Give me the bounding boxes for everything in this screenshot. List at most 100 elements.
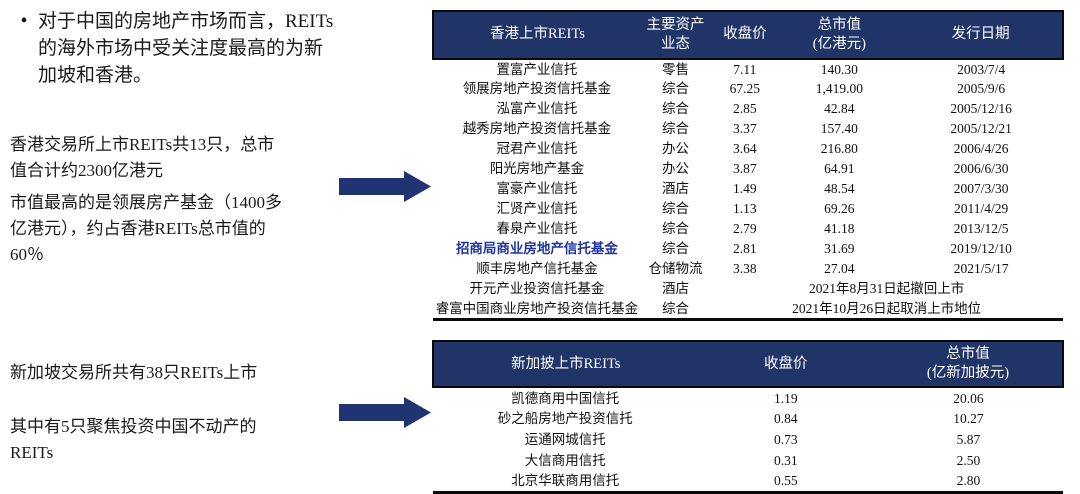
sg-summary-count: 新加坡交易所共有38只REITs上市 [10, 363, 258, 382]
column-header: 香港上市REITs [432, 10, 641, 60]
table-cell: 酒店 [662, 181, 690, 197]
table-cell: 0.73 [773, 432, 798, 447]
table-cell: 综合 [662, 101, 690, 117]
table-cell: 3.37 [733, 121, 757, 137]
table-cell: 2.79 [733, 221, 757, 237]
reit-name-cell: 顺丰房地产信托基金 [476, 261, 598, 277]
reit-name-cell: 砂之船房地产投资信托 [497, 411, 633, 426]
reit-name-cell: 凯德商用中国信托 [511, 390, 620, 406]
table-cell: 综合 [662, 221, 690, 237]
column-header: 新加披上市REITs [432, 339, 698, 389]
reit-name-cell: 北京华联商用信托 [433, 471, 698, 494]
table-cell: 综合 [662, 241, 690, 257]
table-cell: 综合 [662, 121, 690, 137]
reit-name-cell: 富豪产业信托 [496, 181, 578, 197]
table-row: 春泉产业信托 综合 2.79 41.18 2013/12/5 [433, 219, 1063, 239]
table-cell: 3.64 [733, 141, 757, 157]
reit-name-cell: 招商局商业房地产信托基金 [455, 241, 618, 257]
table-cell: 20.06 [953, 390, 984, 406]
reit-name-cell: 汇贤产业信托 [496, 201, 578, 217]
table-cell: 140.30 [820, 61, 858, 77]
table-cell: 2.81 [733, 241, 757, 257]
column-header: 主要资产 业态 [640, 10, 711, 60]
column-header: 收盘价 [710, 10, 780, 60]
table-cell: 仓储物流 [648, 261, 703, 277]
table-row: 越秀房地产投资信托基金 综合 3.37 157.40 2005/12/21 [433, 119, 1063, 139]
column-header: 收盘价 [697, 339, 874, 389]
table-cell: 31.69 [824, 241, 855, 257]
table-row: 招商局商业房地产信托基金 综合 2.81 31.69 2019/12/10 [433, 239, 1063, 259]
table-cell: 1.49 [733, 181, 757, 197]
table-cell: 216.80 [820, 141, 858, 157]
table-cell: 办公 [662, 161, 690, 177]
bullet-icon: • [20, 10, 28, 32]
table-cell: 3.87 [733, 161, 757, 177]
table-cell: 2006/4/26 [953, 141, 1009, 157]
table-cell: 3.38 [733, 261, 757, 277]
table-cell: 2013/12/5 [953, 221, 1009, 237]
table-row: 凯德商用中国信托 1.19 20.06 [433, 387, 1063, 408]
reit-name-cell: 睿富中国商业房地产投资信托基金 [433, 299, 641, 321]
table-cell: 1.19 [773, 390, 798, 406]
reit-name-cell: 越秀房地产投资信托基金 [462, 121, 612, 137]
table-cell: 5.87 [956, 432, 981, 447]
table-cell: 2019/12/10 [950, 241, 1012, 257]
arrow-right-icon [339, 397, 431, 428]
table-cell: 2021/5/17 [953, 261, 1009, 277]
table-cell: 零售 [662, 61, 690, 77]
table-cell: 69.26 [824, 201, 855, 217]
table-cell: 综合 [640, 299, 711, 321]
table-cell: 0.55 [697, 471, 874, 494]
table-cell: 2011/4/29 [953, 201, 1009, 217]
table-cell: 办公 [662, 141, 690, 157]
arrow-right-icon [339, 171, 431, 202]
table-cell: 157.40 [820, 121, 858, 137]
reit-name-cell: 春泉产业信托 [496, 221, 578, 237]
table-cell: 2003/7/4 [957, 61, 1006, 77]
table-cell: 1,419.00 [815, 81, 863, 97]
table-row: 大信商用信托 0.31 2.50 [433, 450, 1063, 471]
hk-summary-topfund: 市值最高的是领展房产基金（1400多 亿港元），约占香港REITs总市值的 60… [10, 193, 282, 264]
table-cell: 48.54 [824, 181, 855, 197]
bullet-point: • 对于中国的房地产市场而言，REITs 的海外市场中受关注度最高的为新 加坡和… [10, 8, 355, 89]
table-cell: 1.13 [733, 201, 757, 217]
table-cell: 42.84 [824, 101, 855, 117]
table-row: 富豪产业信托 酒店 1.49 48.54 2007/3/30 [433, 179, 1063, 199]
column-header: 总市值 (亿港元) [779, 10, 900, 60]
table-cell: 2007/3/30 [953, 181, 1009, 197]
table-cell: 2005/9/6 [957, 81, 1006, 97]
table-row: 砂之船房地产投资信托 0.84 10.27 [433, 408, 1063, 429]
table-cell: 27.04 [824, 261, 855, 277]
sg-summary-chinafocus: 其中有5只聚焦投资中国不动产的 REITs [10, 417, 257, 462]
table-cell: 10.27 [953, 411, 984, 426]
table-cell: 41.18 [824, 221, 855, 237]
column-header: 发行日期 [899, 10, 1064, 60]
table-cell: 64.91 [824, 161, 855, 177]
table-cell: 0.31 [773, 453, 798, 468]
table-cell: 2.80 [873, 471, 1063, 494]
table-cell: 酒店 [662, 281, 690, 297]
table-cell: 2005/12/16 [950, 101, 1012, 117]
delisting-note-cell: 2021年10月26日起取消上市地位 [710, 299, 1063, 321]
bullet-text: 对于中国的房地产市场而言，REITs 的海外市场中受关注度最高的为新 加坡和香港… [38, 11, 334, 86]
table-row: 顺丰房地产信托基金 仓储物流 3.38 27.04 2021/5/17 [433, 259, 1063, 279]
table-cell: 2.50 [956, 453, 981, 468]
reit-name-cell: 大信商用信托 [524, 453, 606, 468]
table-cell: 0.84 [773, 411, 798, 426]
table-cell: 2.85 [733, 101, 757, 117]
table-cell: 2005/12/21 [950, 121, 1012, 137]
